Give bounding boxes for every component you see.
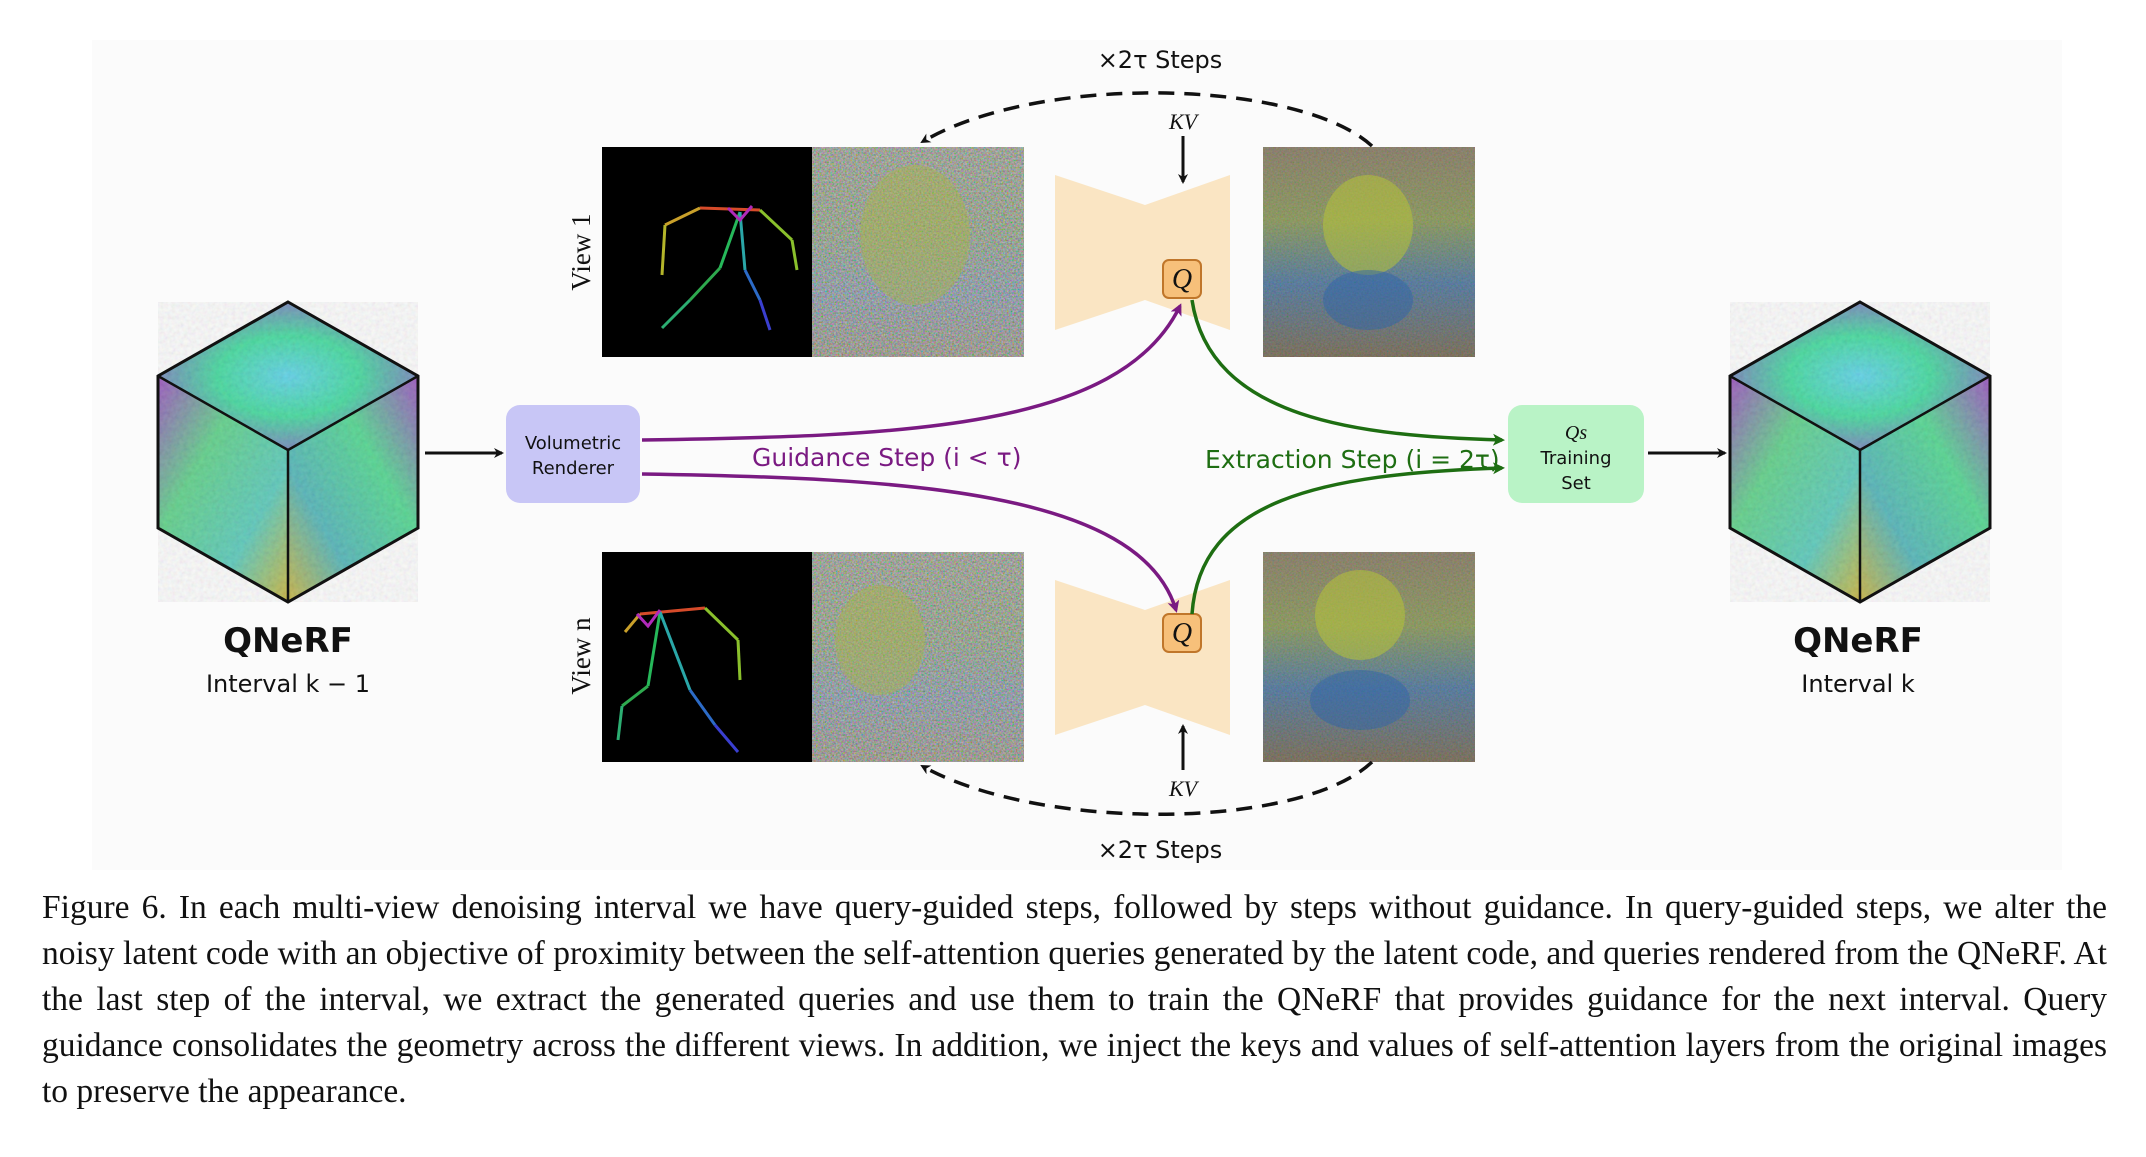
extraction-arrow-top [1190, 299, 1505, 446]
dashed-loop-bottom [920, 760, 1374, 817]
extraction-arrow-bottom [1190, 462, 1505, 615]
pose-skeleton-viewn [602, 552, 812, 762]
steps-label-bottom: ×2τ Steps [1098, 836, 1223, 864]
kv-label-top: KV [1168, 109, 1200, 134]
extraction-step-label: Extraction Step (i = 2τ) [1205, 445, 1500, 474]
renderer-label-line1: Volumetric [525, 433, 621, 454]
view1-label: View 1 [566, 213, 596, 290]
qs-training-set-box [1508, 405, 1644, 503]
volumetric-renderer-box [506, 405, 640, 503]
left-cube-subtitle: Interval k − 1 [206, 670, 370, 698]
dashed-loop-top [920, 91, 1374, 148]
q-label-bottom: Q [1172, 618, 1192, 649]
left-qnerf-cube [156, 300, 420, 604]
training-set-line3: Set [1561, 473, 1591, 494]
pose-skeleton-view1 [602, 147, 812, 357]
figure-caption: Figure 6. In each multi-view denoising i… [42, 889, 2107, 1110]
noisy-image-view1 [812, 147, 1024, 357]
renderer-label-line2: Renderer [532, 458, 615, 479]
q-box-top [1162, 259, 1202, 299]
guidance-step-label: Guidance Step (i < τ) [752, 443, 1021, 472]
viewn-label: View n [566, 617, 596, 695]
left-cube-title: QNeRF [223, 621, 353, 661]
denoised-image-view1 [1263, 147, 1475, 357]
q-label-top: Q [1172, 264, 1192, 295]
steps-label-top: ×2τ Steps [1098, 46, 1223, 74]
denoised-image-viewn [1263, 552, 1475, 762]
training-set-line1: Qs [1565, 422, 1587, 444]
right-qnerf-cube [1728, 300, 1992, 604]
figure-diagram: QNeRF Interval k − 1 Volumetric Renderer… [156, 46, 1992, 864]
noisy-image-viewn [812, 552, 1024, 762]
q-box-bottom [1162, 613, 1202, 653]
guidance-arrow-bottom [641, 472, 1180, 613]
guidance-arrow-top [641, 303, 1182, 442]
kv-label-bottom: KV [1168, 776, 1200, 801]
right-cube-title: QNeRF [1793, 621, 1923, 661]
training-set-line2: Training [1539, 448, 1611, 469]
right-cube-subtitle: Interval k [1801, 670, 1915, 698]
